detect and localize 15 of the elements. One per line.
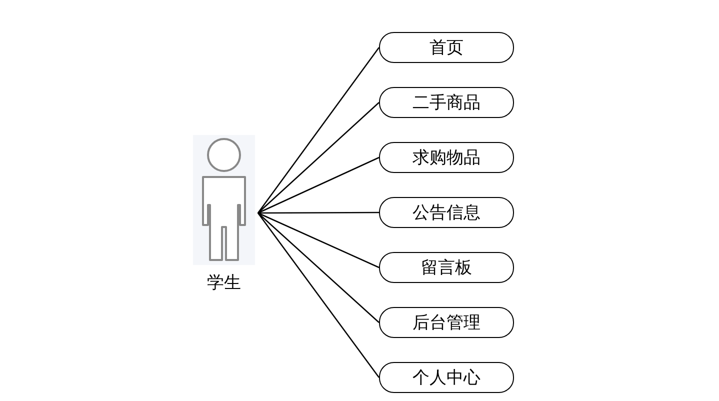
actor-label: 学生 xyxy=(206,272,242,294)
use-case-box: 个人中心 xyxy=(379,362,514,393)
connector-line xyxy=(257,47,380,214)
connector-line xyxy=(258,212,379,214)
use-case-box: 求购物品 xyxy=(379,142,514,173)
use-case-box: 留言板 xyxy=(379,252,514,283)
connector-line xyxy=(258,102,380,214)
use-case-box: 公告信息 xyxy=(379,197,514,228)
connector-line xyxy=(257,212,380,378)
connector-line xyxy=(258,212,380,268)
use-case-box: 后台管理 xyxy=(379,307,514,338)
connector-line xyxy=(258,212,380,323)
use-case-box: 二手商品 xyxy=(379,87,514,118)
use-case-box: 首页 xyxy=(379,32,514,63)
connector-line xyxy=(258,156,380,214)
